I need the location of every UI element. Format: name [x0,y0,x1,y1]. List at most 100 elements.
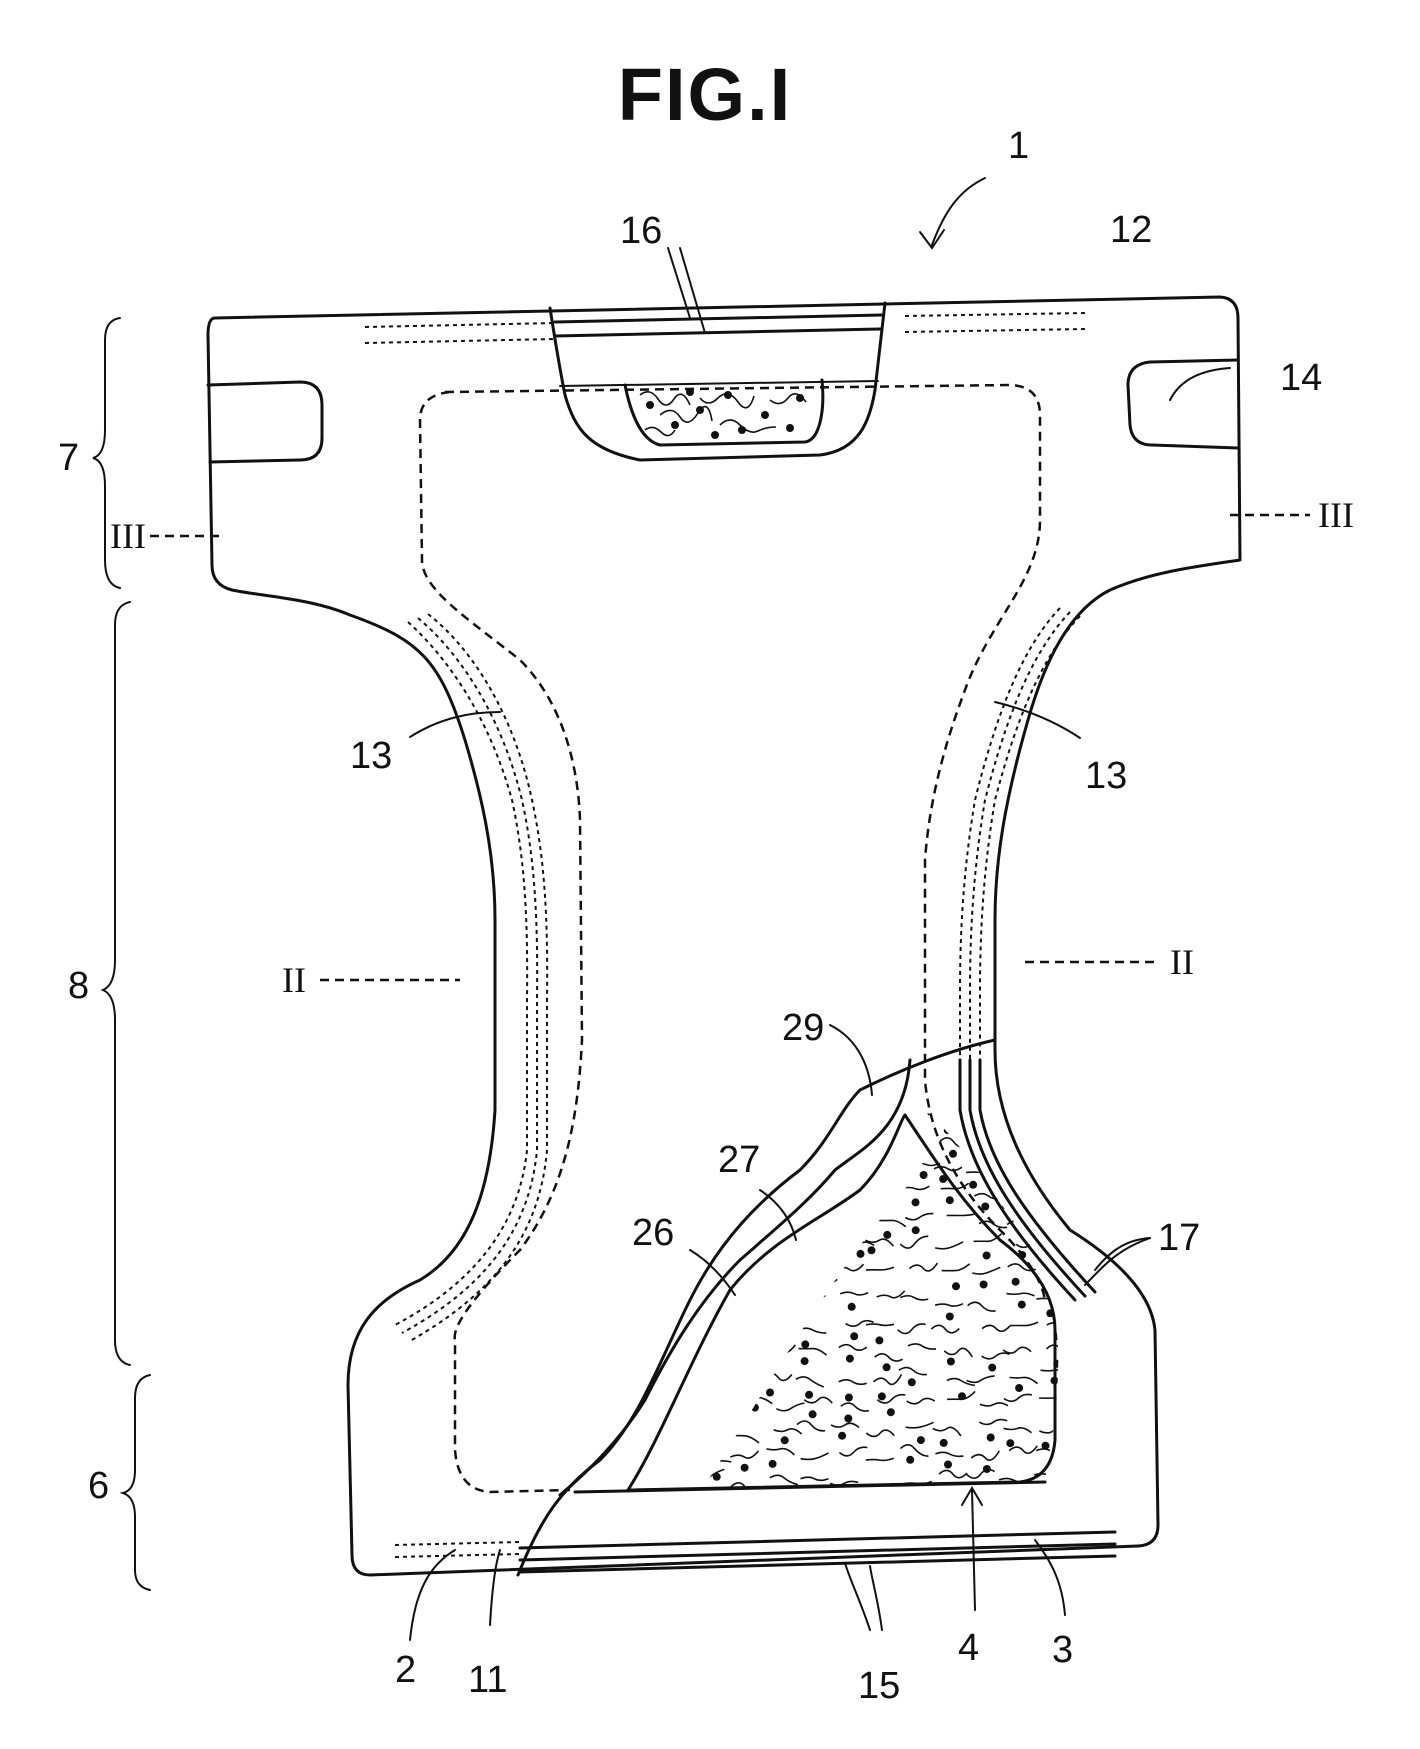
core-fiber [730,1318,758,1322]
label-6: 6 [88,1465,109,1507]
core-granule [749,1365,757,1373]
region-bracket-8 [103,602,130,1365]
core-fiber [776,1403,804,1411]
leader-15 [870,1566,882,1630]
core-granule [946,1313,954,1321]
core-fiber [939,1470,967,1477]
core-fiber [935,1242,963,1249]
core-granule [949,1150,957,1158]
core-granule [940,1439,948,1447]
core-fiber [982,1142,1010,1147]
core-fiber [1047,1345,1075,1352]
waist-inner-line [560,381,878,386]
section-mark-ii-left: II [282,960,306,1000]
core-fiber [636,1196,664,1204]
core-fiber [912,1163,940,1165]
core-fiber [1036,1449,1064,1458]
core-fiber [1033,1217,1061,1222]
label-1: 1 [1008,125,1029,167]
core-fiber [702,1108,730,1115]
core-fiber [634,1114,662,1120]
label-3: 3 [1052,1629,1073,1671]
region-bracket-6 [123,1375,150,1590]
core-granule [950,1485,958,1493]
core-fiber [767,1345,795,1353]
core-granule [751,1404,759,1412]
core-granule [1018,1251,1026,1259]
core-fiber [744,1397,772,1403]
core-granule [809,1251,817,1259]
core-granule [801,1357,809,1365]
core-granule [801,1340,809,1348]
core-granule [1050,1173,1058,1181]
core-granule [686,1186,694,1194]
core-fiber [944,1348,972,1357]
core-fiber [1038,1119,1066,1128]
core-fiber [875,1354,903,1361]
core-fiber [974,1194,1002,1199]
core-granule [1014,1174,1022,1182]
core-fiber [874,1374,902,1384]
core-granule [868,1246,876,1254]
core-fiber [629,1265,657,1270]
core-fiber [968,1302,996,1311]
core-fiber [1009,1446,1037,1453]
core-fiber [805,1194,833,1197]
core-fiber [704,1432,732,1438]
leader-4 [972,1490,975,1610]
core-fiber [907,1398,935,1403]
core-fiber [693,1376,721,1380]
core-granule [944,1461,952,1469]
waist-elastic-strand [555,329,880,336]
core-granule [838,1432,846,1440]
core-granule [981,1203,989,1211]
core-granule [1010,1488,1018,1496]
core-fiber [839,1380,867,1384]
core-fiber [740,1350,768,1360]
core-fiber [796,1377,824,1387]
label-29: 29 [782,1007,824,1049]
left-fastening-tab [208,382,322,462]
core-fiber [897,1141,925,1147]
core-fiber [940,1138,968,1147]
core-fiber [839,1345,867,1351]
label-2: 2 [395,1649,416,1691]
core-granule [803,1178,811,1186]
core-fiber [841,1403,869,1411]
core-granule [1018,1301,1026,1309]
core-fiber [661,1448,689,1455]
leader-14 [1170,368,1230,400]
core-fiber [699,1190,727,1199]
core-granule [740,1330,748,1338]
core-fiber [637,1140,665,1147]
core-fiber [809,1277,837,1283]
core-fiber [866,1458,894,1460]
core-granule [672,1199,680,1207]
core-fiber [846,1321,874,1327]
core-fiber [697,1393,725,1398]
core-granule [1012,1278,1020,1286]
core-fiber [1007,1293,1035,1296]
core-fiber [935,1304,963,1306]
leader-11 [490,1550,500,1625]
core-granule [1051,1151,1059,1159]
core-granule [850,1332,858,1340]
core-granule [707,1406,715,1414]
label-7: 7 [58,437,79,479]
core-fiber [831,1423,859,1427]
core-fiber [982,1353,1010,1359]
core-fiber [1004,1394,1032,1401]
label-15: 15 [858,1665,900,1707]
core-granule [740,1130,748,1138]
core-fiber [840,1292,868,1295]
waist-elastic-line [905,329,1085,332]
core-fiber [798,1129,826,1139]
core-granule [846,1355,854,1363]
waist-elastic-line [905,313,1085,316]
core-granule [717,1355,725,1363]
core-granule [920,1171,928,1179]
core-fiber [947,1214,975,1215]
section-mark-ii-right: II [1170,942,1194,982]
core-fiber [1010,1377,1038,1383]
core-granule [993,1123,1001,1131]
